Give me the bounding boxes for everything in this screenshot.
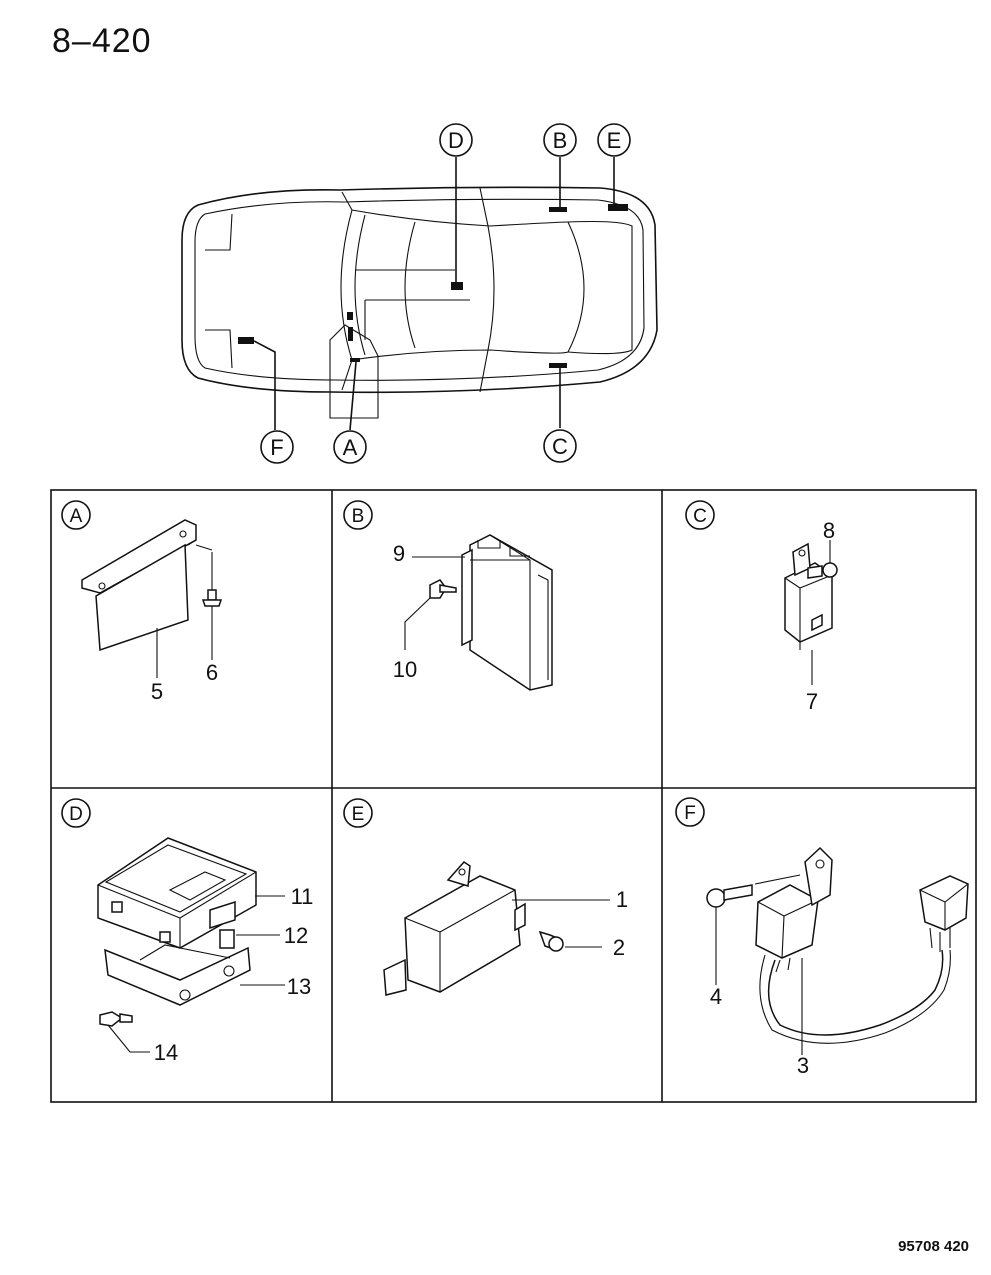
panel-e: E 1 2 bbox=[343, 798, 628, 996]
callout-d-label: D bbox=[448, 128, 464, 153]
callout-f: F bbox=[260, 430, 294, 464]
part-number-11: 11 bbox=[291, 884, 314, 909]
car-overview bbox=[181, 157, 658, 431]
abs-control-unit-drawing bbox=[97, 837, 257, 1027]
panel-a-letter: A bbox=[70, 506, 83, 527]
part-number-8: 8 bbox=[823, 518, 835, 543]
callout-e: E bbox=[597, 123, 631, 157]
panel-d: D 11 12 13 14 bbox=[61, 798, 314, 1065]
callout-e-label: E bbox=[607, 128, 622, 153]
relay-drawing bbox=[784, 542, 838, 650]
callout-a: A bbox=[333, 430, 367, 464]
callout-c-label: C bbox=[552, 434, 568, 459]
part-number-12: 12 bbox=[284, 923, 308, 948]
panel-f: F 4 3 bbox=[675, 797, 969, 1078]
panel-c-letter: C bbox=[693, 506, 707, 527]
part-number-6: 6 bbox=[206, 660, 218, 685]
page-number: 8–420 bbox=[52, 22, 152, 60]
part-number-13: 13 bbox=[287, 974, 311, 999]
callout-f-label: F bbox=[270, 435, 283, 460]
panel-d-letter: D bbox=[69, 804, 83, 825]
part-number-3: 3 bbox=[797, 1053, 809, 1078]
callout-a-label: A bbox=[343, 435, 358, 460]
part-number-14: 14 bbox=[154, 1040, 178, 1065]
panel-grid bbox=[50, 489, 977, 1103]
panel-c: C 8 7 bbox=[685, 500, 838, 714]
panel-e-letter: E bbox=[352, 804, 365, 825]
part-number-4: 4 bbox=[710, 984, 722, 1009]
part-number-10: 10 bbox=[393, 657, 417, 682]
part-number-9: 9 bbox=[393, 541, 405, 566]
callout-b-label: B bbox=[553, 128, 568, 153]
figure-code: 95708 420 bbox=[898, 1238, 969, 1255]
part-number-2: 2 bbox=[613, 935, 625, 960]
panel-b: B 9 10 bbox=[343, 500, 553, 691]
callout-b: B bbox=[543, 123, 577, 157]
callout-d: D bbox=[439, 123, 473, 157]
part-number-5: 5 bbox=[151, 679, 163, 704]
control-unit-drawing bbox=[383, 861, 564, 996]
panel-f-letter: F bbox=[684, 803, 696, 824]
part-number-7: 7 bbox=[806, 689, 818, 714]
control-module-bracket-drawing bbox=[81, 519, 223, 652]
panel-b-letter: B bbox=[352, 506, 365, 527]
callout-c: C bbox=[543, 429, 577, 463]
engine-control-module-drawing bbox=[429, 534, 553, 691]
relay-harness-drawing bbox=[706, 846, 969, 1044]
panel-a: A 5 6 bbox=[61, 500, 223, 704]
part-number-1: 1 bbox=[616, 887, 628, 912]
